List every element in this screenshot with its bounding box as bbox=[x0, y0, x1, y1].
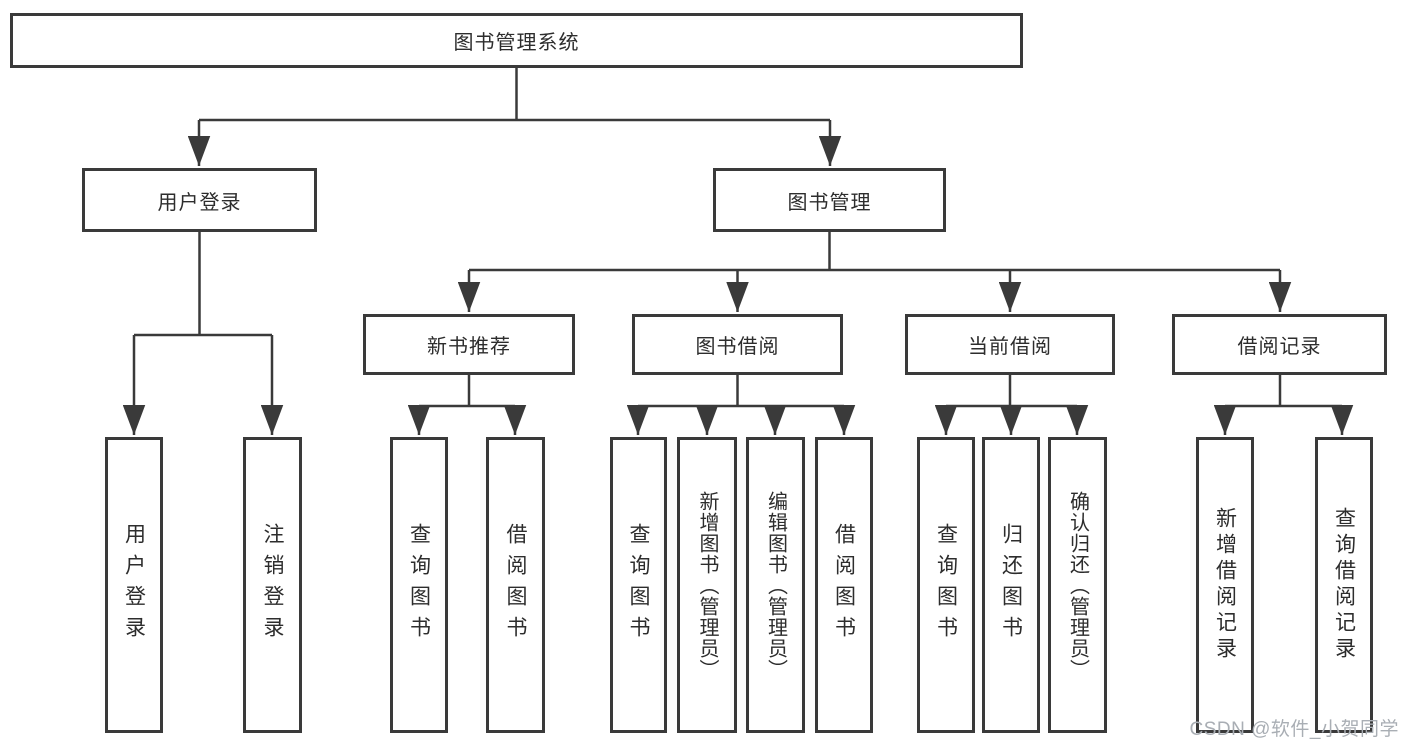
leaf-query-borrow-record-label: 查询借阅记录 bbox=[1332, 507, 1356, 663]
leaf-confirm-return-admin: 确认归还（管理员） bbox=[1048, 437, 1107, 733]
node-user-login-label: 用户登录 bbox=[157, 191, 242, 214]
node-user-login: 用户登录 bbox=[82, 168, 317, 232]
node-current-borrow-label: 当前借阅 bbox=[968, 336, 1052, 358]
leaf-add-borrow-record: 新增借阅记录 bbox=[1196, 437, 1254, 733]
leaf-query-books-current: 查询图书 bbox=[917, 437, 975, 733]
node-book-management-label: 图书管理 bbox=[787, 191, 872, 214]
leaf-logout-label: 注销登录 bbox=[261, 523, 284, 647]
leaf-query-borrow-record: 查询借阅记录 bbox=[1315, 437, 1373, 733]
leaf-edit-books-admin: 编辑图书（管理员） bbox=[746, 437, 805, 733]
leaf-add-books-admin-label: 新增图书（管理员） bbox=[696, 490, 718, 680]
leaf-query-books-borrow-label: 查询图书 bbox=[627, 523, 650, 647]
leaf-query-books-recommend: 查询图书 bbox=[390, 437, 448, 733]
node-new-book-recommend: 新书推荐 bbox=[363, 314, 575, 375]
leaf-add-borrow-record-label: 新增借阅记录 bbox=[1213, 507, 1237, 663]
csdn-watermark: CSDN @软件_小贺同学 bbox=[1189, 719, 1399, 740]
leaf-borrow-books-label: 借阅图书 bbox=[832, 523, 856, 647]
leaf-return-books: 归还图书 bbox=[982, 437, 1040, 733]
node-borrow-record-label: 借阅记录 bbox=[1237, 336, 1322, 358]
leaf-query-books-recommend-label: 查询图书 bbox=[407, 523, 431, 647]
leaf-query-books-borrow: 查询图书 bbox=[610, 437, 667, 733]
node-book-borrow: 图书借阅 bbox=[632, 314, 843, 375]
node-book-management: 图书管理 bbox=[713, 168, 946, 232]
node-current-borrow: 当前借阅 bbox=[905, 314, 1115, 375]
leaf-add-books-admin: 新增图书（管理员） bbox=[677, 437, 737, 733]
leaf-query-books-current-label: 查询图书 bbox=[934, 523, 958, 647]
leaf-edit-books-admin-label: 编辑图书（管理员） bbox=[764, 490, 787, 680]
leaf-user-login: 用户登录 bbox=[105, 437, 163, 733]
leaf-user-login-label: 用户登录 bbox=[122, 523, 146, 647]
leaf-borrow-books: 借阅图书 bbox=[815, 437, 873, 733]
node-new-book-recommend-label: 新书推荐 bbox=[427, 336, 511, 358]
node-book-borrow-label: 图书借阅 bbox=[695, 336, 780, 358]
leaf-return-books-label: 归还图书 bbox=[999, 523, 1023, 647]
leaf-borrow-books-recommend: 借阅图书 bbox=[486, 437, 545, 733]
node-borrow-record: 借阅记录 bbox=[1172, 314, 1387, 375]
leaf-confirm-return-admin-label: 确认归还（管理员） bbox=[1066, 490, 1089, 680]
root-node: 图书管理系统 bbox=[10, 13, 1023, 68]
leaf-borrow-books-recommend-label: 借阅图书 bbox=[504, 523, 527, 647]
root-node-label: 图书管理系统 bbox=[453, 32, 580, 54]
leaf-logout: 注销登录 bbox=[243, 437, 302, 733]
